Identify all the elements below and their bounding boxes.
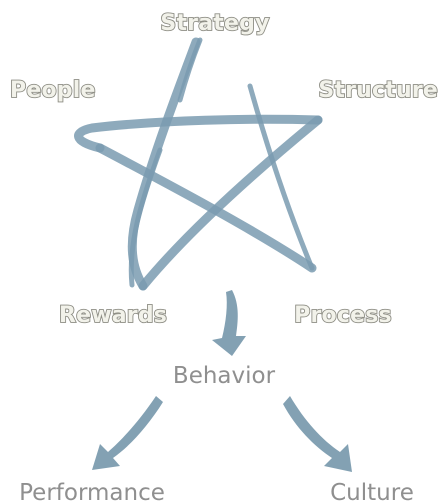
label-people: People — [10, 78, 96, 103]
star-shape — [79, 40, 318, 286]
star-stroke-process-to-top — [250, 86, 312, 268]
arrow-to-behavior — [212, 290, 246, 356]
label-structure: Structure — [318, 78, 438, 103]
arrow-to-culture — [283, 396, 352, 472]
label-strategy: Strategy — [160, 11, 269, 36]
label-culture: Culture — [330, 480, 414, 504]
star-stroke-crossbar — [79, 119, 318, 148]
label-rewards: Rewards — [59, 303, 167, 328]
label-process: Process — [294, 303, 392, 328]
label-behavior: Behavior — [173, 363, 276, 389]
label-performance: Performance — [19, 480, 165, 504]
arrow-to-performance — [92, 396, 163, 470]
star-stroke-left-to-right — [143, 120, 318, 286]
